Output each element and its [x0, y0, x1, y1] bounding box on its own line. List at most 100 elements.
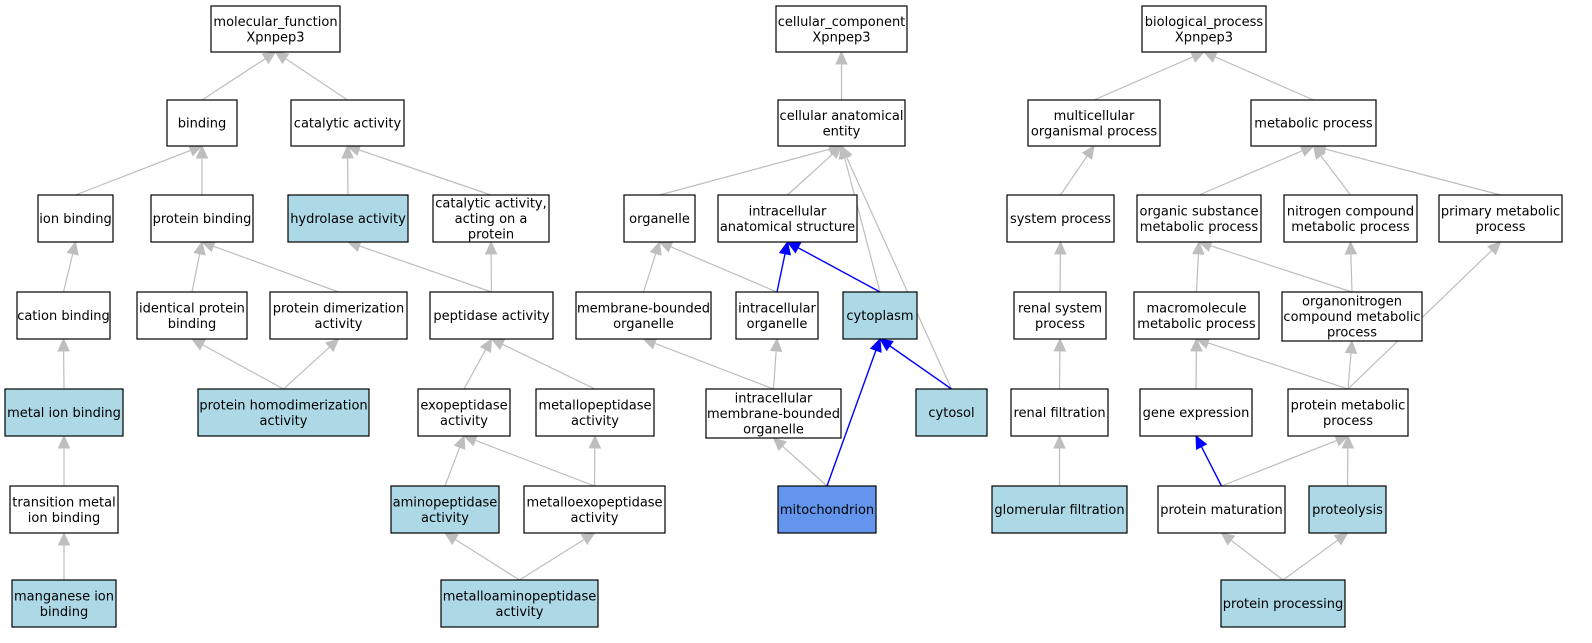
node-label-line: exopeptidase [420, 398, 507, 413]
edge-arrowhead [580, 532, 596, 545]
edge-arrowhead [453, 434, 466, 450]
edge-metal-ion-to-cation-binding [57, 337, 70, 390]
edge-renal-system-to-system [1054, 240, 1067, 293]
edge-line [1221, 439, 1338, 487]
node-box [1013, 291, 1107, 340]
node-label-line: membrane-bounded [577, 301, 710, 316]
node-label-line: protein [468, 228, 514, 243]
node-metal-ion[interactable]: metal ion binding [4, 388, 124, 437]
node-label-line: manganese ion [14, 589, 114, 604]
node-label-line: activity [260, 414, 308, 429]
edge-cae-to-cc-root [835, 50, 848, 100]
node-label-line: metalloaminopeptidase [443, 589, 597, 604]
node-glomerular[interactable]: glomerular filtration [991, 485, 1128, 534]
edge-organelle-to-cae [659, 143, 843, 196]
node-renal-filtration[interactable]: renal filtration [1010, 388, 1109, 437]
node-gene-expr[interactable]: gene expression [1139, 388, 1253, 437]
node-box [432, 194, 550, 243]
edge-line [845, 156, 953, 390]
node-maturation[interactable]: protein maturation [1157, 485, 1286, 534]
edge-arrowhead [769, 337, 783, 352]
edge-manganese-to-transition-metal [57, 531, 71, 580]
node-mito[interactable]: mitochondrion [777, 485, 877, 534]
edge-metalloamino-to-metalloexo [519, 532, 596, 581]
edge-gene-expr-to-macro [1190, 337, 1203, 390]
node-proteolysis[interactable]: proteolysis [1308, 485, 1387, 534]
edge-glomerular-to-renal-filtration [1053, 434, 1066, 486]
node-box [1438, 194, 1563, 243]
node-label-line: renal system [1018, 301, 1102, 316]
node-peptidase[interactable]: peptidase activity [429, 291, 554, 340]
node-box [535, 388, 655, 437]
node-box [1287, 388, 1409, 437]
edge-cytosol-to-cae [840, 144, 953, 390]
node-label-line: hydrolase activity [290, 212, 406, 227]
node-box [523, 485, 666, 534]
edge-line [1350, 253, 1353, 293]
node-organelle[interactable]: organelle [623, 194, 696, 243]
node-label-line: metabolic process [1291, 220, 1410, 235]
edge-line [519, 538, 585, 581]
edge-arrowhead [484, 240, 498, 255]
edge-arrowhead [1053, 337, 1067, 352]
node-cytosol[interactable]: cytosol [915, 388, 988, 437]
node-label-line: activity [315, 317, 363, 332]
edge-protein-metabolic-to-macro [1195, 336, 1349, 390]
node-cation-binding[interactable]: cation binding [16, 291, 111, 340]
node-system[interactable]: system process [1006, 194, 1115, 243]
node-box [429, 291, 554, 340]
node-protein-binding[interactable]: protein binding [150, 194, 254, 243]
node-catalytic[interactable]: catalytic activity [290, 99, 405, 147]
node-hydrolase[interactable]: hydrolase activity [287, 194, 409, 243]
node-label-line: cytoplasm [846, 309, 913, 324]
node-label-line: binding [168, 317, 216, 332]
node-binding[interactable]: binding [166, 99, 238, 147]
node-cytoplasm[interactable]: cytoplasm [842, 291, 918, 340]
node-box [210, 5, 341, 53]
edge-line [642, 253, 657, 293]
node-box [1220, 579, 1346, 628]
node-metabolic[interactable]: metabolic process [1250, 99, 1377, 147]
edge-io-to-organelle [658, 241, 778, 293]
node-label-line: intracellular [735, 392, 813, 407]
node-box [1281, 291, 1423, 342]
edge-dimerization-to-protein-binding [200, 240, 339, 293]
edge-renal-filtration-to-renal-system [1053, 337, 1067, 390]
node-label-line: ion binding [28, 511, 100, 526]
node-box [290, 99, 405, 147]
edge-arrowhead [66, 240, 79, 256]
node-box [166, 99, 238, 147]
node-label-line: protein binding [153, 212, 252, 227]
node-box [136, 291, 248, 340]
node-ion-binding[interactable]: ion binding [37, 194, 114, 243]
node-processing[interactable]: protein processing [1220, 579, 1346, 628]
edge-processing-to-proteolysis [1282, 532, 1349, 581]
